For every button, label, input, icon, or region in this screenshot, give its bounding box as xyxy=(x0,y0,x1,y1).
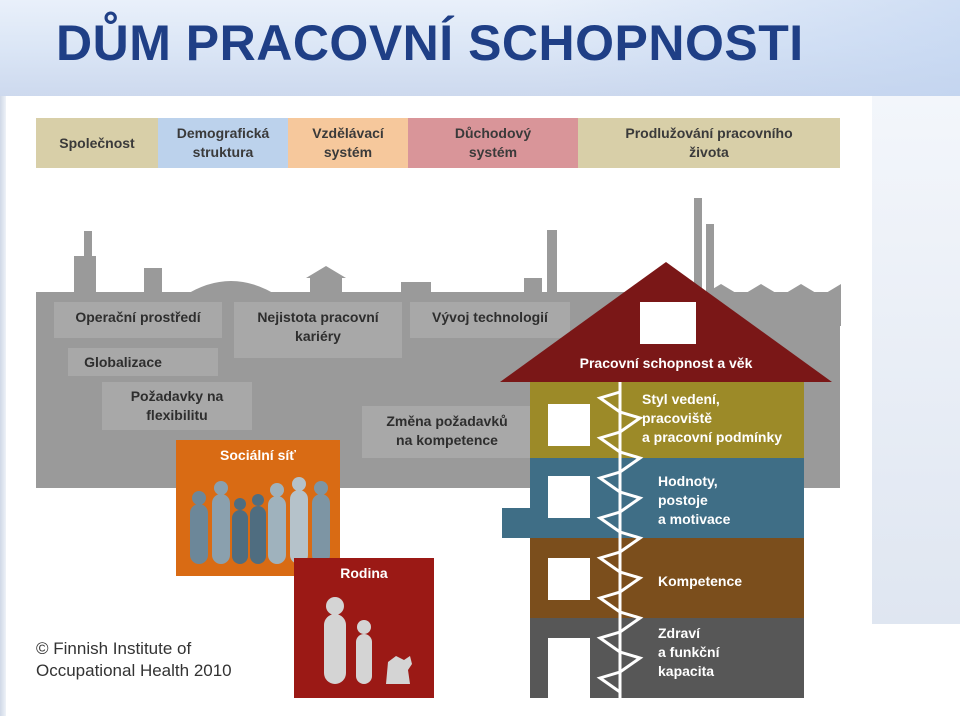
house-windows xyxy=(548,404,590,698)
left-decor-strip xyxy=(0,96,6,716)
label-floor-health: Zdraví a funkční kapacita xyxy=(658,625,720,679)
people-icons-group xyxy=(190,477,330,564)
label-floor-competence: Kompetence xyxy=(658,573,743,589)
label-competence-demands-change: Změna požadavků na kompetence xyxy=(386,413,508,448)
factor-education-system: Vzdělávací systém xyxy=(288,118,408,168)
factor-pension-system: Důchodový systém xyxy=(408,118,578,168)
house-floor-2-annex xyxy=(502,508,532,538)
copyright-notice: © Finnish Institute of Occupational Heal… xyxy=(36,639,232,680)
label-work-ability-and-age: Pracovní schopnost a věk xyxy=(579,355,753,371)
page-title: DŮM PRACOVNÍ SCHOPNOSTI xyxy=(56,15,804,71)
spiral-staircase xyxy=(596,382,644,698)
right-decor-panel xyxy=(872,96,960,624)
diagram-graphics xyxy=(36,198,841,698)
label-flexibility-demands: Požadavky na flexibilitu xyxy=(130,388,224,423)
label-social-network: Sociální síť xyxy=(220,447,296,463)
factor-extending-working-life: Prodlužování pracovního života xyxy=(578,118,840,168)
label-operating-environment: Operační prostředí xyxy=(75,309,201,325)
label-career-uncertainty: Nejistota pracovní kariéry xyxy=(257,309,379,344)
label-floor-leadership: Styl vedení, pracoviště a pracovní podmí… xyxy=(642,391,783,445)
environment-label-boxes xyxy=(54,302,570,458)
family-icons-group xyxy=(324,597,412,684)
label-technology-development: Vývoj technologií xyxy=(432,309,548,325)
title-bar xyxy=(0,0,960,96)
label-globalization: Globalizace xyxy=(84,354,162,370)
roof-window xyxy=(640,302,696,344)
label-floor-values: Hodnoty, postoje a motivace xyxy=(658,473,731,527)
work-ability-house-diagram: Společnost Demografická struktura Vzdělá… xyxy=(6,96,872,716)
factor-society: Společnost xyxy=(36,118,158,168)
factor-demographic-structure: Demografická struktura xyxy=(158,118,288,168)
label-family: Rodina xyxy=(340,565,388,581)
